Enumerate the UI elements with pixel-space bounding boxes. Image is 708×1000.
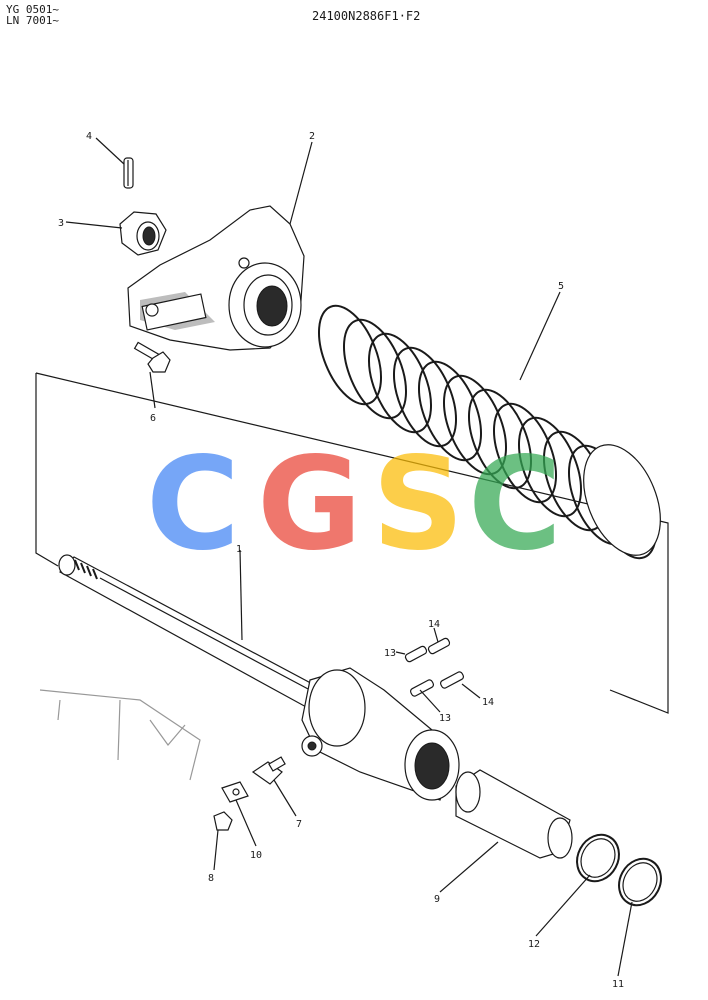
callout-1: 1 (236, 544, 242, 555)
spring-coil (518, 416, 582, 518)
part-bolt-8 (213, 811, 233, 831)
part-piston-9 (455, 769, 573, 859)
part-ring-12 (576, 833, 620, 883)
part-bolt-6 (133, 341, 171, 373)
watermark-letter-3: S (372, 430, 464, 579)
callout-12: 12 (528, 939, 540, 950)
callout-9: 9 (434, 894, 440, 905)
part-pin-4 (123, 157, 134, 189)
spring-coil (343, 318, 407, 420)
leader-lines (65, 137, 633, 977)
spring-coil (393, 346, 457, 448)
part-nut-3 (119, 211, 167, 256)
drawing-number: 24100N2886F1·F2 (312, 9, 421, 23)
part-ring-11 (618, 857, 662, 907)
callout-3: 3 (58, 218, 64, 229)
callout-2: 2 (309, 131, 315, 142)
spring-coil (468, 388, 532, 490)
part-lock-plate-10 (221, 781, 249, 803)
parts-pins-13-14 (404, 637, 465, 697)
callout-10: 10 (250, 850, 262, 861)
spring-coil (318, 304, 382, 406)
spring-coil (418, 360, 482, 462)
watermark-logo: C G S C (146, 430, 562, 579)
assembly-guide-lines (35, 372, 669, 714)
serial-range-1: YG 0501~ (6, 3, 59, 16)
callout-13b: 13 (439, 713, 451, 724)
spring-coil (443, 374, 507, 476)
callout-8: 8 (208, 873, 214, 884)
serial-range-2: LN 7001~ (6, 14, 59, 27)
spring-coil (493, 402, 557, 504)
callout-7: 7 (296, 819, 302, 830)
callout-5: 5 (558, 281, 564, 292)
callout-14a: 14 (428, 619, 440, 630)
callout-11: 11 (612, 979, 624, 990)
spring-coil (368, 332, 432, 434)
watermark-letter-2: G (257, 430, 362, 579)
watermark-letter-4: C (468, 430, 562, 579)
part-yoke-2 (127, 205, 305, 351)
callout-13a: 13 (384, 648, 396, 659)
ghost-sketch (39, 689, 201, 781)
callout-6: 6 (150, 413, 156, 424)
part-spring-5 (318, 304, 661, 560)
part-grease-fitting-7 (251, 756, 286, 785)
callout-14b: 14 (482, 697, 494, 708)
spring-end-coil (583, 444, 661, 556)
callout-labels: 1 2 3 4 5 6 7 8 9 10 11 12 13 13 14 14 (58, 131, 624, 990)
watermark-letter-1: C (146, 430, 240, 579)
part-cylinder-body (301, 667, 460, 801)
callout-4: 4 (86, 131, 92, 142)
